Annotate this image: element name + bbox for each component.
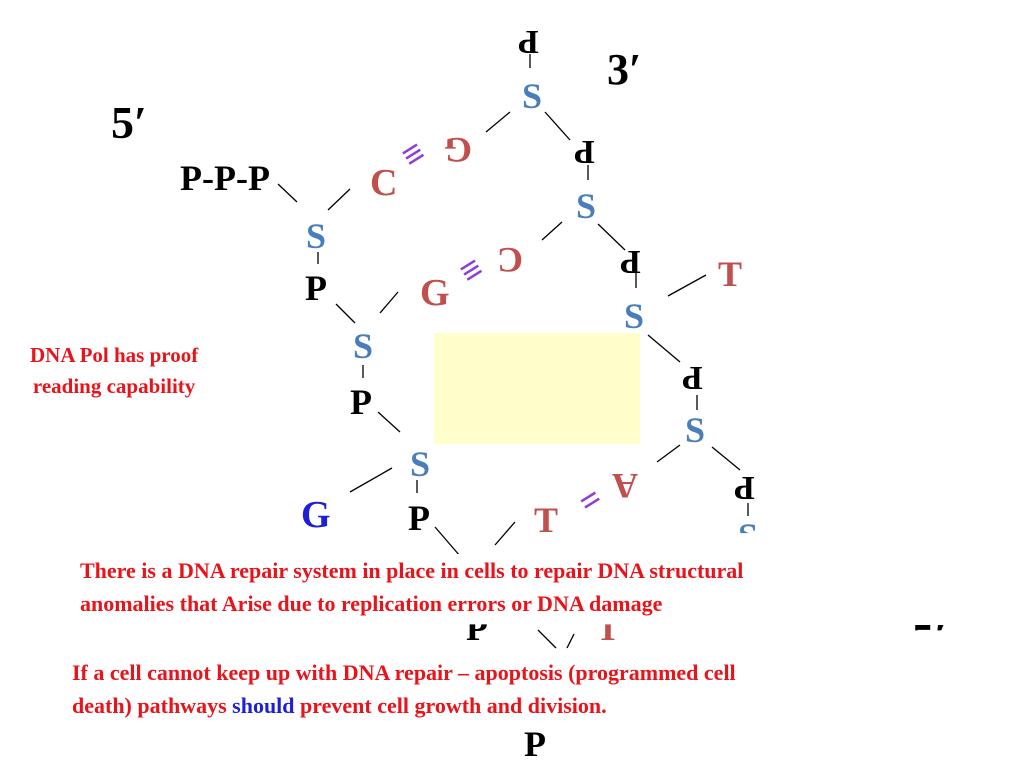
apoptosis-line-1: If a cell cannot keep up with DNA repair… (72, 660, 736, 685)
phosphate-label: P (408, 498, 430, 538)
three-prime-end-label: 3′ (607, 45, 642, 94)
bond-line (541, 221, 563, 241)
base-t-label: T (534, 500, 559, 540)
repair-system-note: There is a DNA repair system in place in… (78, 554, 758, 624)
bond-line (544, 111, 571, 141)
apoptosis-note: If a cell cannot keep up with DNA repair… (70, 656, 744, 722)
sugar-label: S (624, 296, 645, 336)
phosphate-label: P (734, 469, 755, 506)
sugar-label: S (685, 410, 706, 450)
incoming-base-g: G (301, 494, 331, 536)
bond-line (566, 633, 575, 649)
sugar-label-partial: S (738, 516, 759, 556)
sugar-label: S (522, 76, 543, 116)
bond-line (597, 223, 626, 251)
phosphate-label: P (305, 268, 327, 308)
bond-line (647, 334, 681, 363)
sugar-label: S (410, 444, 431, 484)
phosphate-label: P (620, 243, 641, 280)
proofreading-note: DNA Pol has proof reading capability (30, 340, 198, 402)
bond-line (494, 521, 516, 546)
triphosphate-label: P-P-P (180, 158, 270, 198)
apoptosis-line-2: death) pathways should prevent cell grow… (72, 689, 736, 722)
bond-line (656, 444, 681, 463)
should-emphasis: should (232, 693, 295, 718)
base-t-label: T (718, 254, 743, 294)
repair-line-1: There is a DNA repair system in place in… (80, 558, 744, 583)
proofreading-line-2: reading capability (32, 374, 196, 398)
phosphate-label: P (574, 133, 595, 170)
highlight-box (434, 333, 640, 444)
base-g-label: G (420, 272, 450, 314)
base-t-label-partial: T (596, 608, 621, 648)
apoptosis-line-2-end: prevent cell growth and division. (294, 693, 607, 718)
five-prime-end-label: 5′ (111, 97, 147, 148)
base-c-label: C (370, 162, 398, 204)
phosphate-label: P (524, 724, 546, 764)
phosphate-label: P (350, 382, 372, 422)
proofreading-line-1: DNA Pol has proof (30, 343, 199, 367)
phosphate-label: P (682, 359, 703, 396)
bond-line (434, 526, 461, 557)
bond-line (711, 446, 741, 471)
base-g-inverted: G (444, 130, 473, 170)
bond-line (327, 188, 351, 211)
apoptosis-line-2-start: death) pathways (72, 693, 233, 718)
base-a-inverted: A (612, 466, 638, 506)
sugar-label: S (306, 216, 327, 256)
repair-line-2: anomalies that Arise due to replication … (80, 591, 663, 616)
bond-line (379, 291, 399, 314)
base-c-inverted: C (497, 240, 523, 280)
phosphate-label: P (518, 23, 539, 60)
phosphate-label-partial: P (466, 608, 488, 648)
bond-line (335, 303, 356, 324)
bond-line (667, 274, 707, 297)
sugar-label: S (576, 186, 597, 226)
bond-line (277, 183, 298, 203)
five-prime-end-label-bottom: 5′ (912, 615, 947, 664)
bond-line (349, 467, 393, 493)
bond-line (537, 629, 557, 649)
bond-line (377, 411, 401, 433)
bond-line (485, 111, 511, 133)
sugar-label: S (353, 326, 374, 366)
